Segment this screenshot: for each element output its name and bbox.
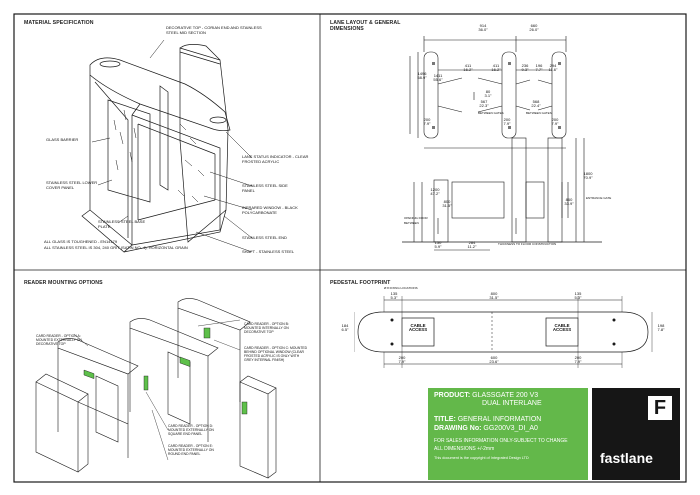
drawing-line: DRAWING No: GG200V3_DI_A0 (434, 425, 538, 433)
note-glass-barrier: GLASS BARRIER (46, 137, 79, 142)
note-reader-c: CARD READER - OPTION C: MOUNTED BEHIND O… (244, 346, 308, 362)
note-opening-door: OPENING DOOR BETWEEN (404, 216, 428, 225)
note-entrance-gate: ENTRANCE GATE (586, 196, 612, 200)
note-reader-d: CARD READER - OPTION D: MOUNTED EXTERNAL… (168, 424, 214, 436)
lane-layout-title: LANE LAYOUT & GENERAL DIMENSIONS (330, 20, 401, 32)
product-label: PRODUCT: (434, 392, 471, 399)
fastlane-logo: F fastlane (592, 388, 680, 480)
sales-note: FOR SALES INFORMATION ONLY-SUBJECT TO CH… (434, 438, 568, 444)
logo-letter-icon: F (648, 396, 672, 420)
title-block: PRODUCT: GLASSGATE 200 V3 DUAL INTERLANE… (428, 388, 588, 480)
spec-steel: ALL STAINLESS STEEL IS 304, 240 GRIT (SA… (44, 245, 188, 250)
note-base-plate: STAINLESS STEEL BASE PLATE (98, 219, 146, 229)
label-cable-access-1: CABLE ACCESS (408, 323, 428, 333)
note-decorative-top: DECORATIVE TOP - CORIAN END AND STAINLES… (166, 25, 262, 35)
copyright-note: This document is the copyright of Integr… (434, 456, 529, 460)
reader-isometric-drawing (35, 298, 277, 479)
note-fixing: Ø 8 FIXING LOCATIONS (384, 286, 418, 290)
note-lower-cover: STAINLESS STEEL LOWER COVER PANEL (46, 180, 98, 190)
title-label: TITLE: (434, 416, 456, 423)
pedestal-title: PEDESTAL FOOTPRINT (330, 280, 391, 286)
title-line: TITLE: GENERAL INFORMATION (434, 416, 541, 424)
material-spec-title: MATERIAL SPECIFICATION (24, 20, 94, 26)
drawing-label: DRAWING No: (434, 425, 482, 432)
reader-title: READER MOUNTING OPTIONS (24, 280, 103, 286)
product-value: GLASSGATE 200 V3 (472, 392, 539, 399)
product-value-2: DUAL INTERLANE (482, 400, 542, 407)
note-between-gates-a: BETWEEN GATES (478, 111, 504, 115)
spec-glass: ALL GLASS IS TOUGHENED - EN14179 (44, 239, 118, 244)
note-lane-status: LANE STATUS INDICATOR - CLEAR FROSTED AC… (242, 154, 309, 164)
product-line: PRODUCT: GLASSGATE 200 V3 (434, 392, 538, 400)
logo-wordmark: fastlane (600, 450, 653, 466)
note-shaft: SHAFT - STAINLESS STEEL (242, 249, 295, 254)
note-side-panel: STAINLESS STEEL SIDE PANEL (242, 183, 288, 193)
note-reader-e: CARD READER - OPTION E: MOUNTED EXTERNAL… (168, 444, 214, 456)
gate-isometric-drawing (81, 39, 253, 253)
drawing-value: GG200V3_DI_A0 (483, 425, 538, 432)
title-value: GENERAL INFORMATION (457, 416, 542, 423)
note-infrared-window: INFRARED WINDOW - BLACK POLYCARBONATE (242, 205, 298, 215)
pedestal-footprint-drawing (354, 296, 653, 368)
lane-plan-drawing (402, 36, 602, 251)
note-reader-a: CARD READER - OPTION A: MOUNTED EXTERNAL… (36, 334, 82, 346)
note-thickness: THICKNESS TO FLOOR CONSTRUCTION (498, 242, 557, 246)
note-between-gates-b: BETWEEN GATES (526, 111, 552, 115)
dimensions-note: ALL DIMENSIONS +/-2mm (434, 446, 495, 452)
note-steel-end: STAINLESS STEEL END (242, 235, 287, 240)
note-reader-b: CARD READER - OPTION B: MOUNTED INTERNAL… (244, 322, 289, 334)
label-cable-access-2: CABLE ACCESS (552, 323, 572, 333)
